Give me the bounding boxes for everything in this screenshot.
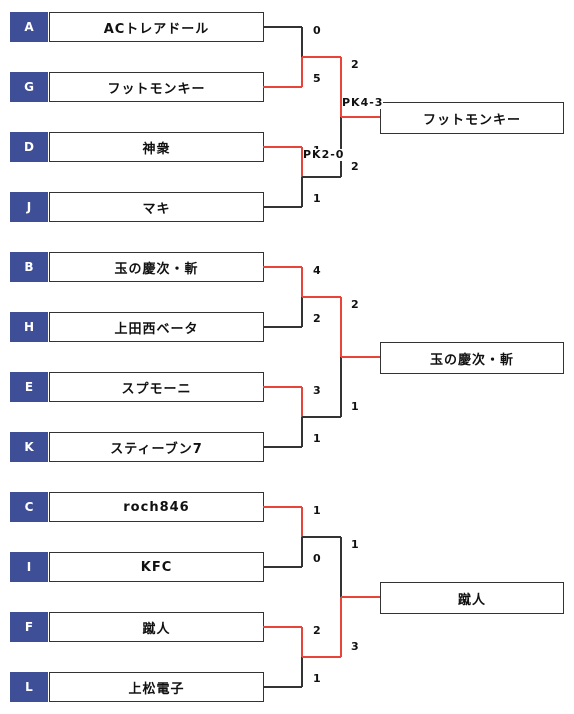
- team-name: KFC: [49, 552, 264, 582]
- match-score: 1: [313, 504, 321, 517]
- match-score: 2: [313, 312, 321, 325]
- team-seed-badge: J: [10, 192, 48, 222]
- match-score: 0: [313, 24, 321, 37]
- team-name: ACトレアドール: [49, 12, 264, 42]
- team-seed-badge: C: [10, 492, 48, 522]
- team-seed-badge: F: [10, 612, 48, 642]
- match-score: 2: [313, 624, 321, 637]
- team-seed-badge: K: [10, 432, 48, 462]
- team-seed-badge: D: [10, 132, 48, 162]
- match-score: 2: [351, 58, 359, 71]
- team-seed-badge: G: [10, 72, 48, 102]
- team-name: roch846: [49, 492, 264, 522]
- team-name: 上松電子: [49, 672, 264, 702]
- team-name: フットモンキー: [49, 72, 264, 102]
- team-name: スティーブン7: [49, 432, 264, 462]
- group-winner-box: フットモンキー: [380, 102, 564, 134]
- team-seed-badge: H: [10, 312, 48, 342]
- team-seed-badge: A: [10, 12, 48, 42]
- team-seed-badge: I: [10, 552, 48, 582]
- match-score: 5: [313, 72, 321, 85]
- penalty-result: PK2-0: [303, 148, 345, 161]
- match-score: 2: [351, 160, 359, 173]
- team-name: 蹴人: [49, 612, 264, 642]
- team-name: 神衆: [49, 132, 264, 162]
- match-score: 1: [313, 192, 321, 205]
- team-seed-badge: L: [10, 672, 48, 702]
- team-seed-badge: E: [10, 372, 48, 402]
- group-winner-box: 蹴人: [380, 582, 564, 614]
- penalty-result: PK4-3: [342, 96, 384, 109]
- group-winner-box: 玉の慶次・斬: [380, 342, 564, 374]
- team-seed-badge: B: [10, 252, 48, 282]
- team-name: 玉の慶次・斬: [49, 252, 264, 282]
- match-score: 1: [313, 672, 321, 685]
- match-score: 1: [351, 400, 359, 413]
- match-score: 0: [313, 552, 321, 565]
- match-score: 2: [351, 298, 359, 311]
- match-score: 4: [313, 264, 321, 277]
- match-score: 1: [313, 432, 321, 445]
- match-score: 1: [351, 538, 359, 551]
- team-name: マキ: [49, 192, 264, 222]
- team-name: 上田西ベータ: [49, 312, 264, 342]
- match-score: 3: [313, 384, 321, 397]
- match-score: 3: [351, 640, 359, 653]
- team-name: スプモーニ: [49, 372, 264, 402]
